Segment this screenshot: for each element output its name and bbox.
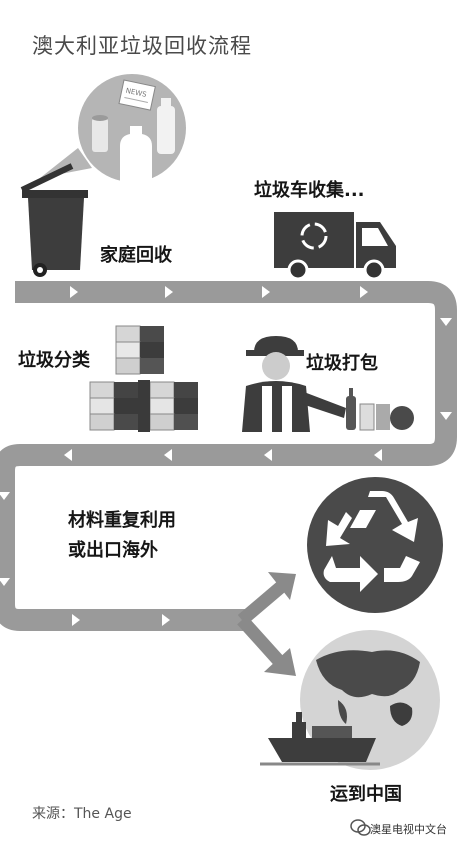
- bottle-icon: [157, 98, 175, 154]
- wechat-icon: [350, 819, 371, 836]
- source-note: 来源：The Age: [32, 806, 132, 822]
- track-arrow-left: [374, 449, 382, 461]
- track-arrow-down: [440, 318, 452, 326]
- track-arrow-down: [440, 412, 452, 420]
- track-arrows: [0, 286, 452, 626]
- step-label-pack: 垃圾打包: [306, 353, 378, 374]
- track-arrow-right: [70, 286, 78, 298]
- track-arrow-down: [0, 578, 10, 586]
- newspaper-icon: NEWS: [118, 79, 156, 111]
- step-label-truck: 垃圾车收集...: [254, 180, 365, 201]
- recycle-icon: [307, 477, 443, 613]
- track-arrow-left: [164, 449, 172, 461]
- track-arrow-right: [360, 286, 368, 298]
- recycle-small-icon: [300, 222, 328, 250]
- branch-arrow-down-icon: [264, 648, 296, 676]
- credit-label: 澳星电视中文台: [370, 823, 447, 836]
- branch-arrow-up-icon: [268, 572, 296, 600]
- step-label-reuse-line1: 材料重复利用: [68, 510, 176, 531]
- sorting-boxes-icon: [89, 325, 198, 432]
- cargo-ship-icon: [260, 712, 380, 766]
- step-label-china: 运到中国: [330, 784, 402, 805]
- garbage-truck-icon: [274, 212, 396, 281]
- step-label-home: 家庭回收: [100, 245, 172, 266]
- track-arrow-left: [64, 449, 72, 461]
- track-arrow-right: [165, 286, 173, 298]
- jug-icon: [120, 126, 152, 182]
- step-label-sort: 垃圾分类: [18, 350, 90, 371]
- process-track: [0, 281, 457, 631]
- track-arrow-down: [0, 492, 10, 500]
- can-icon: [92, 115, 108, 152]
- packed-bottles-icon: [346, 388, 414, 431]
- track-arrow-right: [162, 614, 170, 626]
- wheelie-bin-icon: [20, 163, 88, 277]
- step-label-reuse-line2: 或出口海外: [68, 540, 158, 561]
- page-title: 澳大利亚垃圾回收流程: [32, 34, 252, 58]
- household-items-icon: NEWS: [40, 74, 186, 182]
- worker-icon: [242, 336, 346, 432]
- track-arrow-right: [262, 286, 270, 298]
- track-arrow-left: [264, 449, 272, 461]
- track-arrow-right: [72, 614, 80, 626]
- branch-arrows: [237, 572, 296, 676]
